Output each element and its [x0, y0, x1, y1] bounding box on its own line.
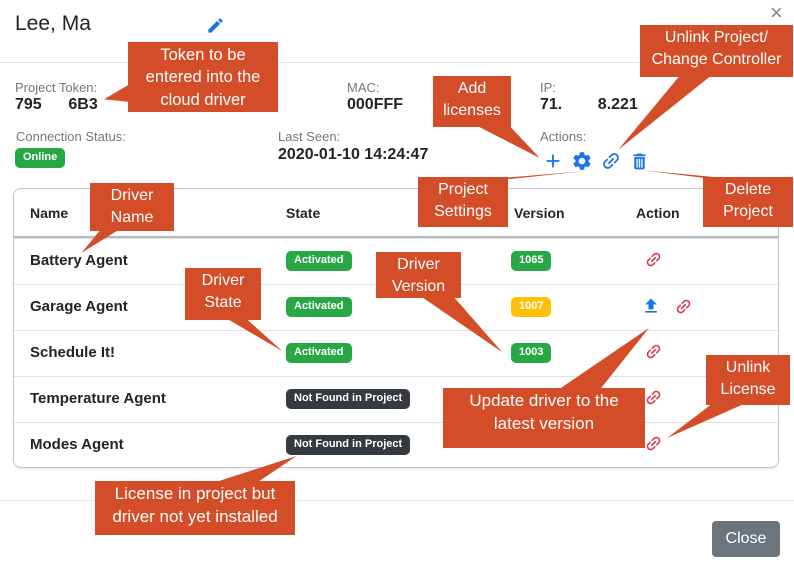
unlink-license-icon[interactable] — [640, 246, 667, 273]
edit-project-name-button[interactable] — [206, 16, 225, 40]
version-badge: 1003 — [511, 343, 552, 363]
version-badge: 1007 — [511, 297, 552, 317]
annotation-add-licenses: Add licenses — [433, 76, 511, 127]
col-header-name: Name — [30, 205, 69, 221]
connection-status-label: Connection Status: — [16, 129, 126, 144]
state-badge: Activated — [286, 297, 352, 317]
annotation-driver-version: Driver Version — [376, 252, 461, 298]
close-icon[interactable]: × — [770, 0, 783, 25]
state-badge: Not Found in Project — [286, 389, 411, 409]
unlink-license-icon[interactable] — [670, 293, 697, 320]
state-badge: Activated — [286, 343, 352, 363]
annotation-delete-project: Delete Project — [703, 177, 793, 227]
trash-icon[interactable] — [629, 151, 650, 172]
pencil-icon — [208, 18, 223, 33]
table-row: Modes Agent Not Found in Project — [14, 422, 778, 468]
version-badge: 1065 — [511, 251, 552, 271]
driver-name: Battery Agent — [30, 252, 128, 269]
footer-divider — [0, 500, 794, 501]
annotation-project-settings: Project Settings — [418, 177, 508, 227]
driver-name: Temperature Agent — [30, 390, 166, 407]
table-row: Garage Agent Activated 1007 — [14, 284, 778, 330]
gear-icon[interactable] — [571, 150, 593, 172]
drivers-table: Name State Version Action Battery Agent … — [13, 188, 779, 468]
ip-value: 71. 8.221 — [540, 96, 638, 113]
project-actions-toolbar — [542, 150, 650, 172]
link-icon[interactable] — [595, 145, 626, 176]
ip-label: IP: — [540, 80, 556, 95]
annotation-driver-state: Driver State — [185, 268, 261, 320]
annotation-unlink-project-arrow — [618, 75, 712, 150]
table-row: Temperature Agent Not Found in Project — [14, 376, 778, 422]
state-badge: Activated — [286, 251, 352, 271]
upload-icon[interactable] — [641, 296, 661, 316]
mac-value: 000FFF — [347, 96, 404, 113]
col-header-state: State — [286, 205, 321, 221]
table-row: Battery Agent Activated 1065 — [14, 238, 778, 284]
close-button[interactable]: Close — [712, 521, 780, 557]
col-header-action: Action — [636, 205, 680, 221]
plus-icon[interactable] — [542, 150, 564, 172]
annotation-token: Token to be entered into the cloud drive… — [128, 42, 278, 112]
driver-name: Schedule It! — [30, 344, 116, 361]
annotation-token-arrow — [104, 84, 130, 102]
table-header: Name State Version Action — [14, 189, 778, 238]
col-header-version: Version — [514, 205, 565, 221]
unlink-license-icon[interactable] — [640, 430, 667, 457]
header-divider — [0, 62, 794, 63]
annotation-unlink-project: Unlink Project/ Change Controller — [640, 25, 793, 77]
page-title: Lee, Ma — [15, 12, 91, 35]
table-row: Schedule It! Activated 1003 — [14, 330, 778, 376]
actions-label: Actions: — [540, 129, 587, 144]
project-token-label: Project Token: — [15, 80, 98, 95]
annotation-update-driver: Update driver to the latest version — [443, 388, 645, 448]
driver-name: Garage Agent — [30, 298, 128, 315]
unlink-license-icon[interactable] — [640, 338, 667, 365]
last-seen-label: Last Seen: — [278, 129, 341, 144]
project-token-value: 795 6B3 — [15, 96, 98, 113]
mac-label: MAC: — [347, 80, 380, 95]
annotation-unlink-license: Unlink License — [706, 355, 790, 405]
unlink-license-icon[interactable] — [640, 384, 667, 411]
annotation-license-note: License in project but driver not yet in… — [95, 481, 295, 535]
state-badge: Not Found in Project — [286, 435, 411, 455]
last-seen-value: 2020-01-10 14:24:47 — [278, 146, 429, 163]
driver-name: Modes Agent — [30, 436, 124, 453]
annotation-add-licenses-arrow — [475, 125, 540, 158]
annotation-driver-name: Driver Name — [90, 183, 174, 231]
connection-status-badge: Online — [15, 148, 66, 168]
